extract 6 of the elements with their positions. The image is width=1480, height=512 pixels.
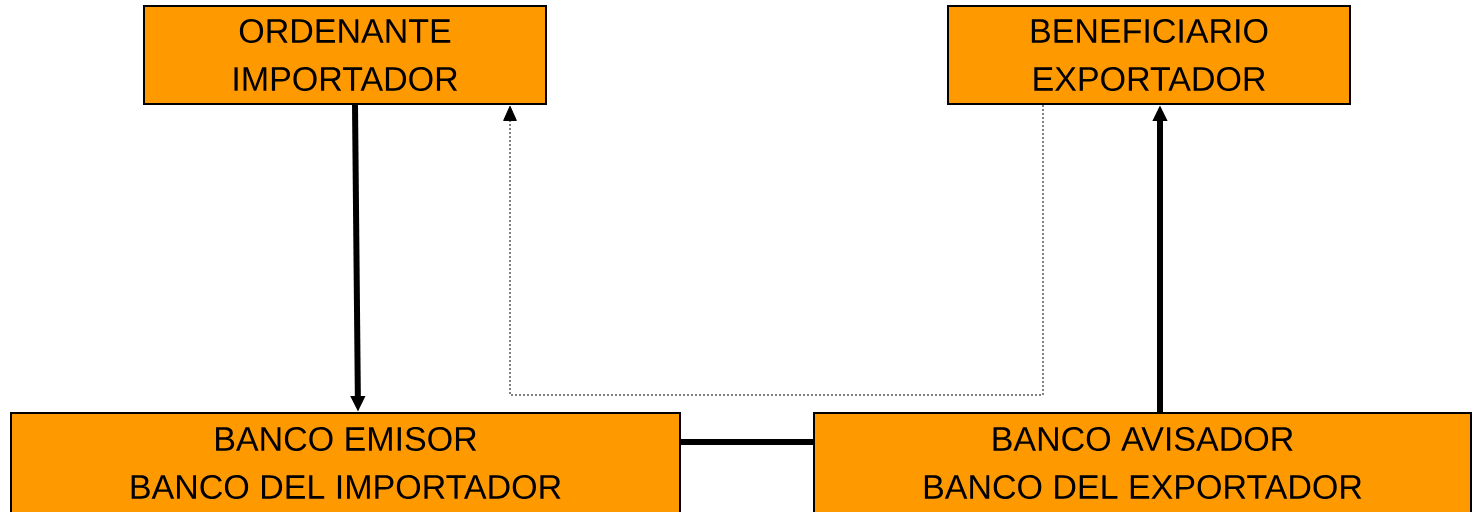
party-box: BANCO EMISOR BANCO DEL IMPORTADOR: [10, 412, 681, 512]
party-box: BENEFICIARIO EXPORTADOR: [947, 5, 1351, 105]
party-box: BANCO AVISADOR BANCO DEL EXPORTADOR: [813, 412, 1472, 512]
connector-line: [681, 439, 813, 445]
party-box: ORDENANTE IMPORTADOR: [143, 5, 547, 105]
arrow: [503, 104, 1044, 396]
